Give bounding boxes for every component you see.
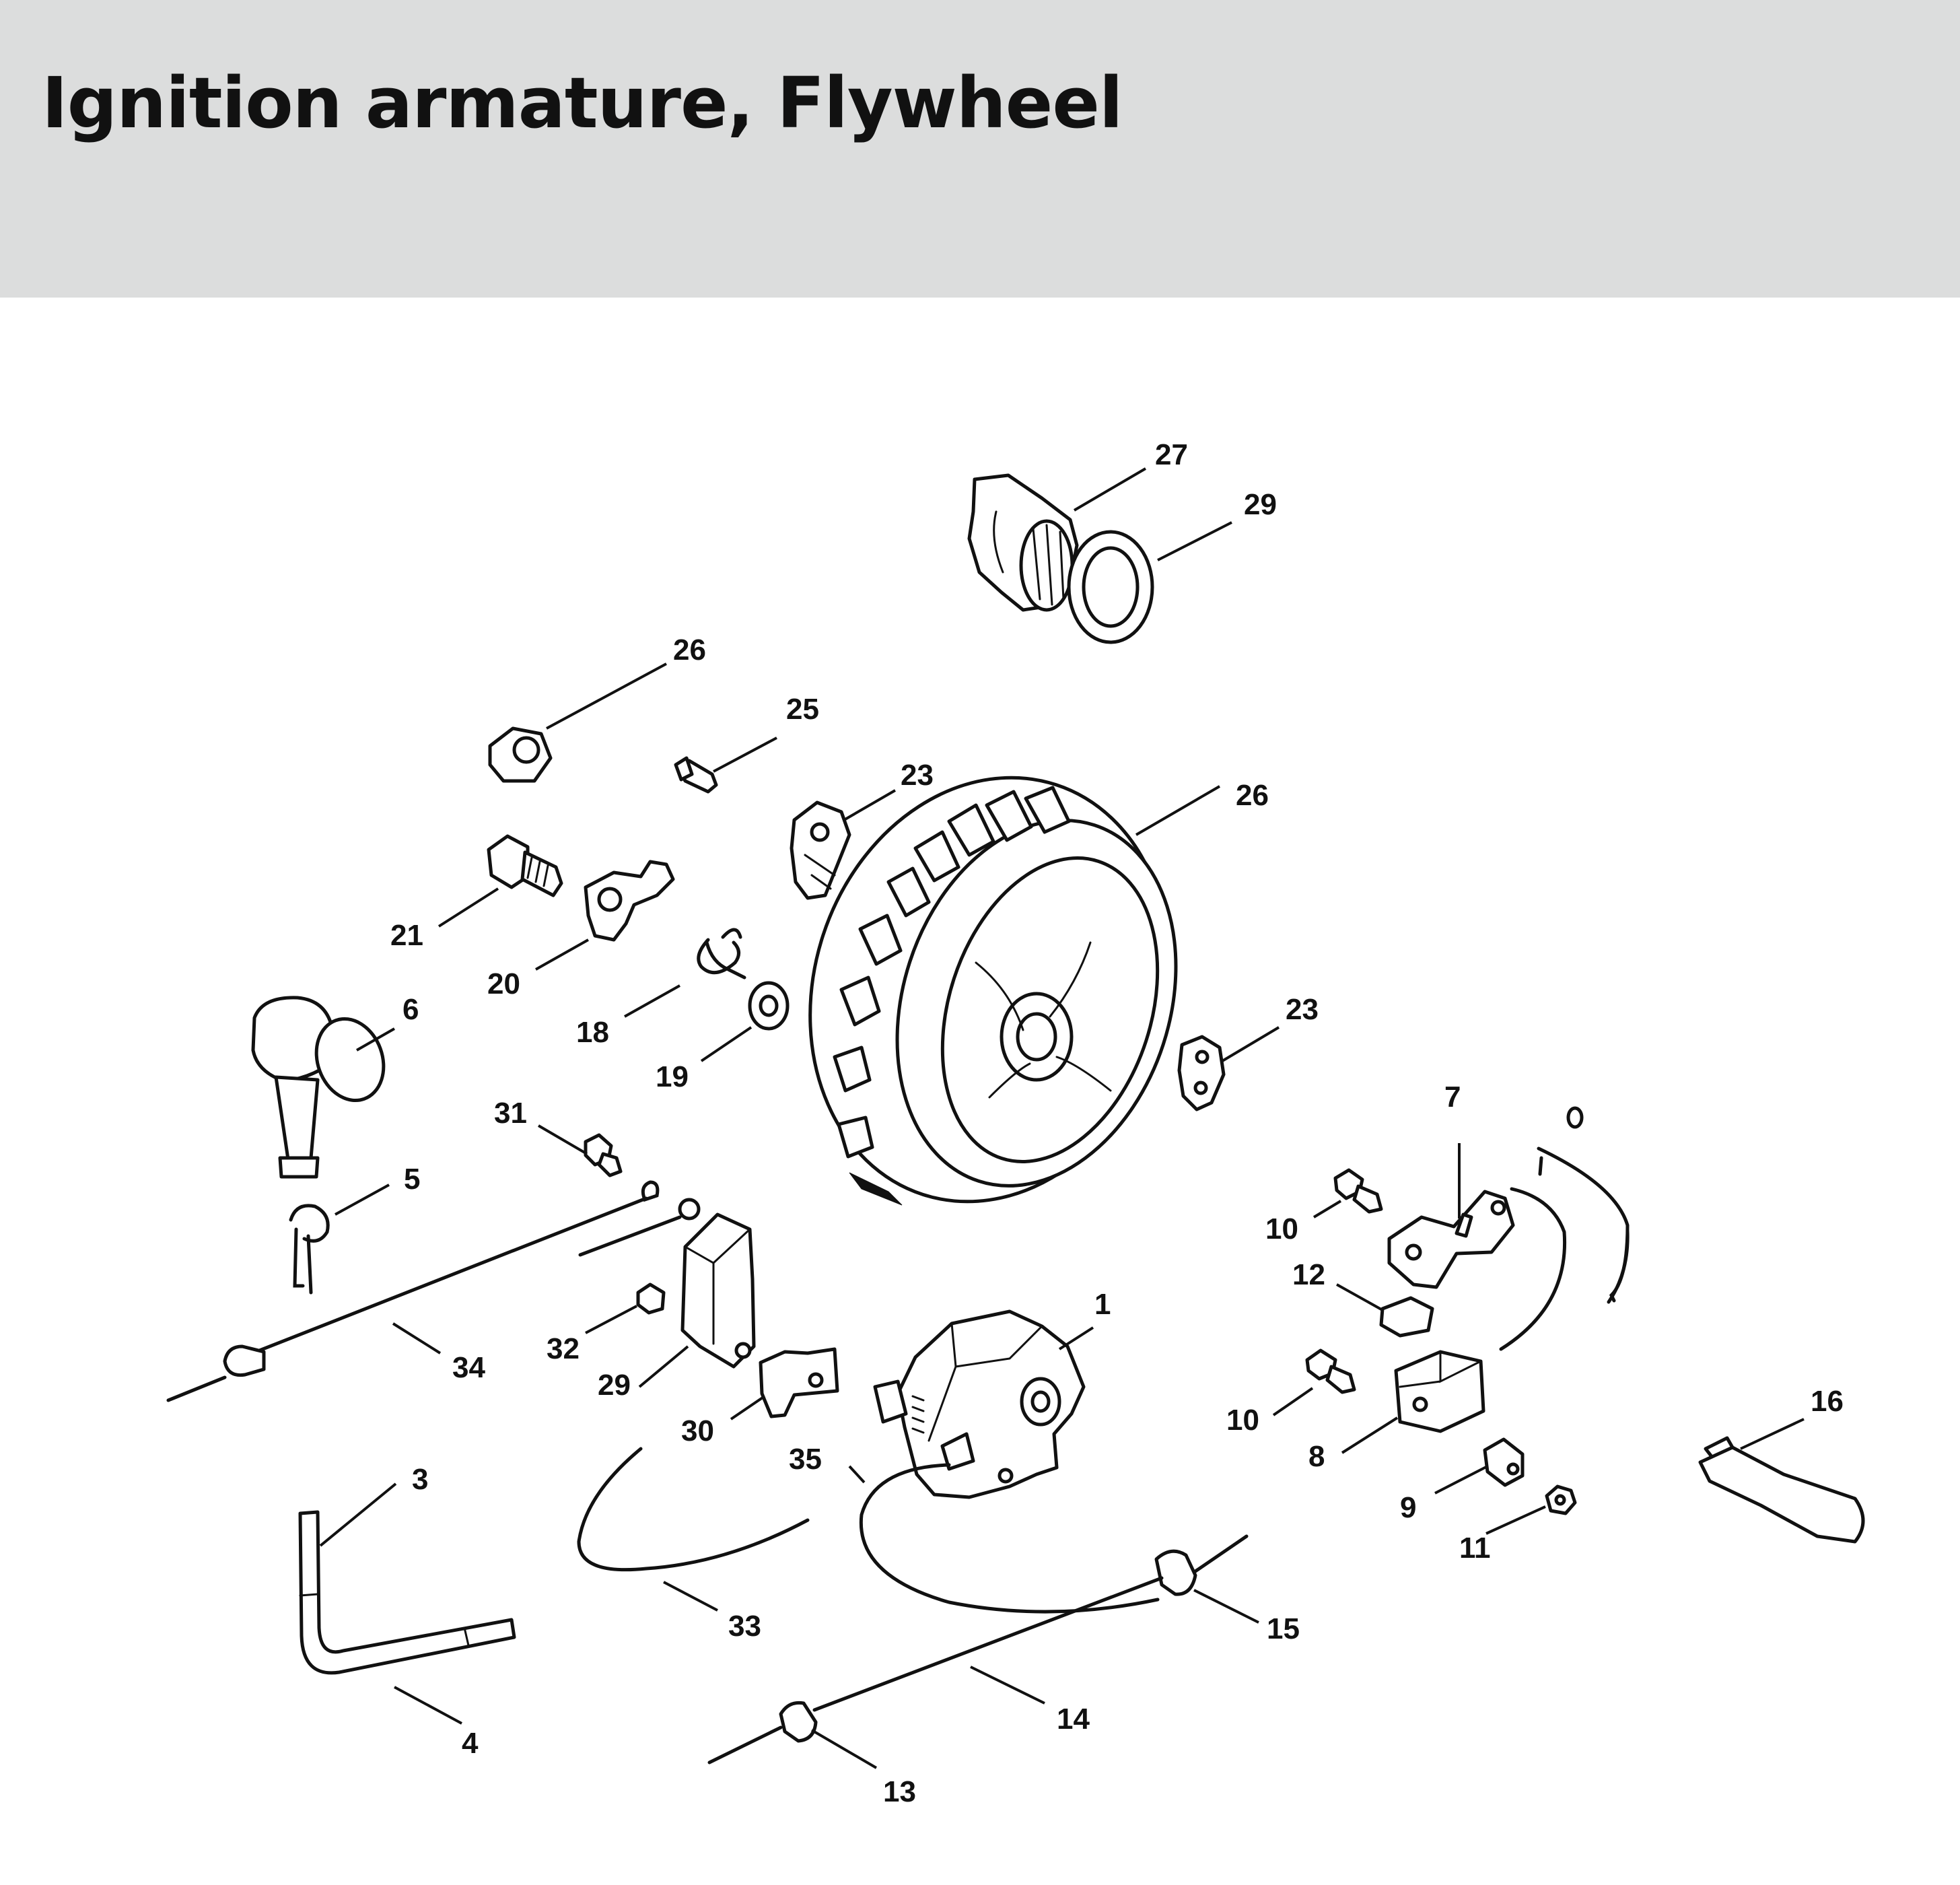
part-22-pawl [790, 800, 851, 900]
part-23-plug [1177, 1035, 1226, 1111]
callout-12: 12 [1292, 1258, 1325, 1291]
callout-4: 4 [462, 1727, 479, 1760]
part-14-cable [812, 1576, 1164, 1712]
callout-16: 16 [1811, 1385, 1844, 1418]
part-27-washer [1067, 530, 1154, 644]
callout-34: 34 [452, 1351, 485, 1384]
callout-15: 15 [1267, 1612, 1300, 1645]
part-35-ignition-lead [859, 1463, 1160, 1614]
part-33-wire [577, 1447, 810, 1572]
part-32-screw [636, 1282, 666, 1315]
callout-14: 14 [1057, 1703, 1090, 1736]
callout-5: 5 [404, 1163, 420, 1196]
callout-17-28: 26 [1236, 779, 1269, 812]
part-8-condenser [1394, 1350, 1485, 1433]
callout-23: 23 [1286, 993, 1319, 1026]
callout-18: 18 [576, 1016, 609, 1049]
part-34-short-circuit-wire [166, 1180, 660, 1402]
part-1-ignition-module [873, 1309, 1086, 1499]
callout-6: 6 [403, 993, 419, 1026]
leader-lines [319, 467, 1805, 1769]
part-wire-loop [1537, 1106, 1630, 1304]
part-3-4-bent-tube [298, 1510, 516, 1675]
part-7-contact-breaker [1387, 1187, 1567, 1351]
callout-33: 33 [728, 1610, 761, 1643]
part-18-spring [697, 928, 746, 980]
part-11-nut [1545, 1484, 1577, 1515]
callout-19: 19 [656, 1060, 689, 1093]
part-25-hex-nut [488, 726, 553, 783]
page-title: Ignition armature, Flywheel [42, 62, 1123, 144]
callout-3: 3 [412, 1463, 428, 1496]
callout-26: 27 [1155, 438, 1188, 471]
callout-30: 30 [681, 1414, 714, 1447]
part-9-insulator [1483, 1437, 1525, 1487]
callout-32: 32 [547, 1332, 580, 1365]
part-5-spring-clip [289, 1204, 330, 1295]
callout-25: 26 [673, 633, 706, 666]
callout-29: 29 [598, 1369, 631, 1402]
part-10-screw-upper [1333, 1168, 1383, 1214]
callout-labels: 27 29 26 25 23 26 21 20 18 19 6 23 7 31 … [390, 438, 1844, 1808]
callout-22: 23 [901, 759, 934, 792]
callout-10-lower: 10 [1226, 1404, 1259, 1437]
callout-20: 20 [487, 967, 520, 1000]
part-30-bracket [759, 1347, 839, 1418]
part-20-pawl-plate [584, 860, 675, 942]
part-15-grommet [1154, 1534, 1249, 1596]
callout-10-upper: 10 [1265, 1212, 1298, 1245]
part-31-screw [584, 1133, 623, 1177]
callout-21: 21 [390, 919, 423, 952]
part-13-grommet [707, 1701, 818, 1764]
callout-11: 11 [1459, 1532, 1491, 1565]
part-6-spark-plug-boot [251, 996, 386, 1179]
callout-35: 35 [789, 1443, 822, 1476]
callout-27: 29 [1244, 488, 1277, 521]
part-17-28-flywheel [808, 776, 1178, 1206]
callout-13: 13 [883, 1775, 916, 1808]
part-16-plug [1698, 1436, 1865, 1544]
part-19-washer [748, 981, 790, 1031]
callout-1: 1 [1094, 1288, 1111, 1321]
part-wire-eyelet [578, 1198, 701, 1257]
callout-8: 8 [1308, 1440, 1325, 1473]
part-12-felt [1379, 1296, 1434, 1338]
part-10-screw-lower [1305, 1348, 1356, 1394]
part-26-nut [967, 473, 1079, 612]
part-24-screw [674, 756, 718, 794]
header-bar: Ignition armature, Flywheel [0, 0, 1960, 298]
callout-9: 9 [1400, 1491, 1416, 1524]
callout-24: 25 [786, 693, 819, 726]
part-29-switch-housing [680, 1212, 756, 1369]
callout-31: 31 [494, 1097, 527, 1130]
callout-7: 7 [1444, 1081, 1461, 1113]
part-21-bolt [487, 834, 563, 897]
